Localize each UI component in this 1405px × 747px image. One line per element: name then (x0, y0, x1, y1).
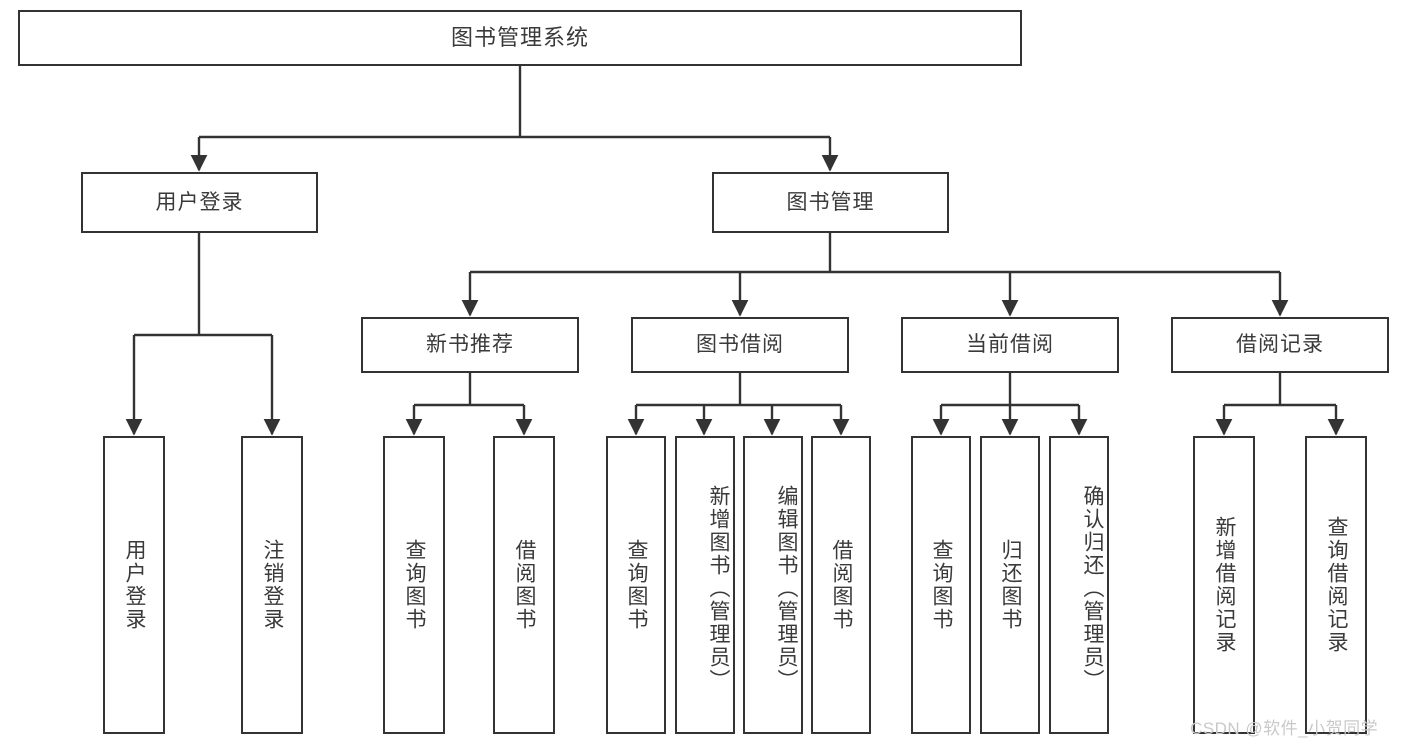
node-leaf-confirm-return[interactable]: 确认归还（管理员） (1049, 436, 1109, 734)
node-leaf-add-record[interactable]: 新增借阅记录 (1193, 436, 1255, 734)
node-leaf-edit-book[interactable]: 编辑图书（管理员） (743, 436, 803, 734)
node-new-book-recommend[interactable]: 新书推荐 (361, 317, 579, 373)
node-leaf-confirm-return-label: 确认归还（管理员） (1081, 484, 1104, 692)
node-borrow-record[interactable]: 借阅记录 (1171, 317, 1389, 373)
node-leaf-borrow-book-1[interactable]: 借阅图书 (493, 436, 555, 734)
node-leaf-add-book[interactable]: 新增图书（管理员） (675, 436, 735, 734)
node-leaf-logout-login-label: 注销登录 (261, 539, 284, 631)
node-leaf-query-book-1[interactable]: 查询图书 (383, 436, 445, 734)
node-root[interactable]: 图书管理系统 (18, 10, 1022, 66)
node-leaf-add-book-label: 新增图书（管理员） (707, 484, 730, 692)
node-leaf-query-book-2[interactable]: 查询图书 (606, 436, 666, 734)
node-leaf-logout-login[interactable]: 注销登录 (241, 436, 303, 734)
node-leaf-query-book-3-label: 查询图书 (930, 539, 953, 631)
node-current-borrow[interactable]: 当前借阅 (901, 317, 1119, 373)
node-leaf-edit-book-label: 编辑图书（管理员） (775, 484, 798, 692)
node-leaf-borrow-book-2[interactable]: 借阅图书 (811, 436, 871, 734)
node-leaf-user-login-label: 用户登录 (123, 539, 146, 631)
node-user-login[interactable]: 用户登录 (81, 172, 318, 233)
node-leaf-add-record-label: 新增借阅记录 (1213, 516, 1236, 654)
node-book-management[interactable]: 图书管理 (712, 172, 949, 233)
node-borrow-record-label: 借阅记录 (1236, 333, 1324, 357)
node-leaf-borrow-book-2-label: 借阅图书 (830, 539, 853, 631)
node-new-book-recommend-label: 新书推荐 (426, 333, 514, 357)
node-leaf-return-book[interactable]: 归还图书 (980, 436, 1040, 734)
node-leaf-query-record-label: 查询借阅记录 (1325, 516, 1348, 654)
node-leaf-query-book-1-label: 查询图书 (403, 539, 426, 631)
node-leaf-query-book-2-label: 查询图书 (625, 539, 648, 631)
node-leaf-return-book-label: 归还图书 (999, 539, 1022, 631)
node-leaf-user-login[interactable]: 用户登录 (103, 436, 165, 734)
node-book-management-label: 图书管理 (786, 190, 875, 214)
node-leaf-query-record[interactable]: 查询借阅记录 (1305, 436, 1367, 734)
csdn-watermark: CSDN @软件_小贺同学 (1190, 719, 1379, 738)
node-user-login-label: 用户登录 (155, 190, 244, 214)
node-book-borrow[interactable]: 图书借阅 (631, 317, 849, 373)
node-book-borrow-label: 图书借阅 (696, 333, 784, 357)
node-leaf-query-book-3[interactable]: 查询图书 (911, 436, 971, 734)
node-leaf-borrow-book-1-label: 借阅图书 (513, 539, 536, 631)
node-current-borrow-label: 当前借阅 (966, 333, 1054, 357)
node-root-label: 图书管理系统 (450, 24, 589, 50)
